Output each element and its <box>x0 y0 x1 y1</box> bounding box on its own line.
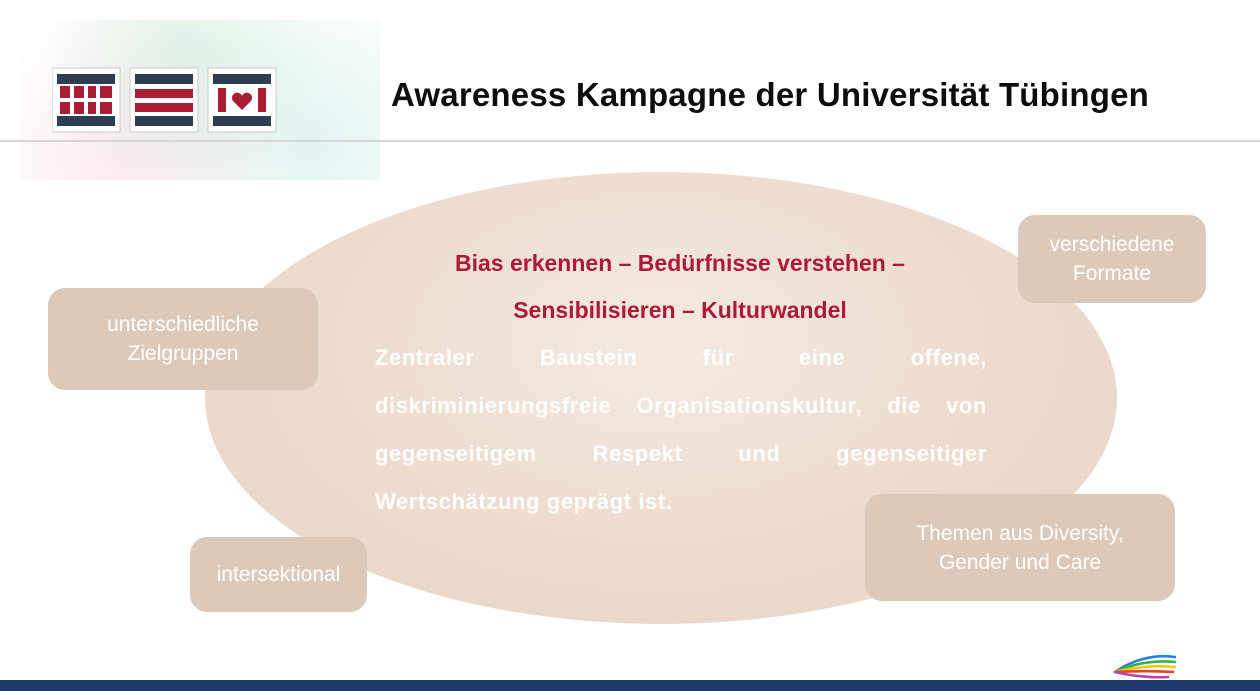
logo-tile-stripes <box>129 67 199 133</box>
badge-formats: verschiedene Formate <box>1018 215 1206 303</box>
university-logo <box>51 66 278 134</box>
ellipse-body-text: Zentraler Baustein für eine offene, disk… <box>375 345 987 514</box>
ellipse-heading-line2: Sensibilisieren – Kulturwandel <box>513 297 847 323</box>
page-title: Awareness Kampagne der Universität Tübin… <box>390 76 1150 113</box>
slide-header: Awareness Kampagne der Universität Tübin… <box>0 52 1260 142</box>
badge-topics-label: Themen aus Diversity, Gender und Care <box>916 521 1124 574</box>
badge-target-groups-label: unterschiedliche Zielgruppen <box>107 313 259 365</box>
badge-formats-label: verschiedene Formate <box>1049 233 1175 285</box>
rainbow-logo-icon <box>1113 655 1177 679</box>
heart-icon <box>231 92 253 110</box>
ellipse-heading-line1: Bias erkennen – Bedürfnisse verstehen – <box>455 250 905 276</box>
footer-bar <box>0 680 1260 691</box>
logo-tile-wordmark <box>51 67 121 133</box>
logo-tiles-icon <box>51 67 277 133</box>
logo-tile-heart <box>207 67 277 133</box>
header-divider <box>0 140 1260 142</box>
badge-target-groups: unterschiedliche Zielgruppen <box>48 288 318 390</box>
badge-intersectional: intersektional <box>190 537 367 612</box>
badge-topics: Themen aus Diversity, Gender und Care <box>865 494 1175 601</box>
ellipse-heading: Bias erkennen – Bedürfnisse verstehen – … <box>330 240 1030 334</box>
badge-intersectional-label: intersektional <box>216 563 341 586</box>
